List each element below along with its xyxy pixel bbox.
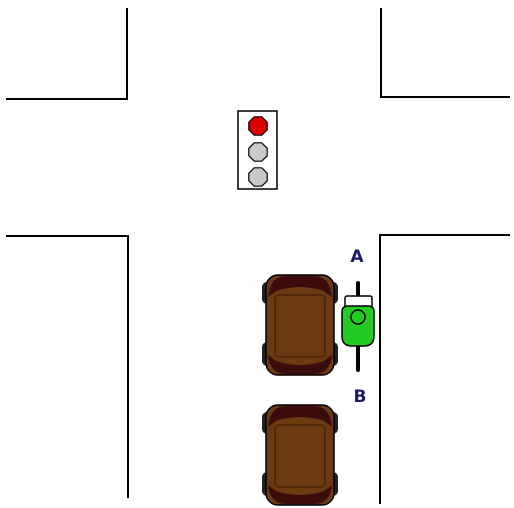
car-lower bbox=[262, 405, 338, 505]
curb-top-left bbox=[6, 8, 127, 99]
curb-bottom-left bbox=[6, 236, 128, 498]
road-edges bbox=[6, 8, 510, 504]
curb-top-right bbox=[381, 8, 510, 97]
curb-bottom-right bbox=[380, 235, 510, 504]
motorcycle bbox=[342, 283, 374, 370]
car-upper bbox=[262, 275, 338, 375]
car-roof bbox=[275, 425, 325, 487]
car-roof bbox=[275, 295, 325, 357]
label-point-a: A bbox=[350, 247, 364, 267]
traffic-light-red-lamp bbox=[249, 117, 267, 135]
traffic-light bbox=[238, 111, 277, 189]
traffic-light-green-lamp bbox=[249, 168, 267, 186]
label-point-b: B bbox=[354, 387, 367, 407]
traffic-light-yellow-lamp bbox=[249, 143, 267, 161]
motorcycle-rider-helmet bbox=[351, 310, 365, 324]
